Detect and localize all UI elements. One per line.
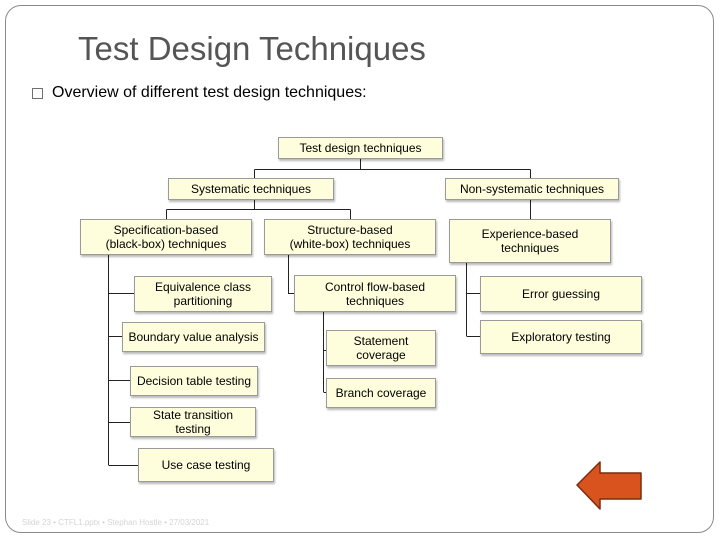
connector-systematic-level2 (166, 199, 351, 219)
node-statement-coverage: Statement coverage (326, 330, 436, 366)
connector-controlflow-children (323, 312, 326, 393)
connector-experience-children (466, 262, 480, 337)
node-specification-based: Specification-based (black-box) techniqu… (80, 219, 252, 255)
bullet-text: Overview of different test design techni… (52, 84, 367, 101)
connector-spec-children (108, 255, 138, 466)
node-control-flow-based: Control flow-based techniques (294, 275, 456, 312)
slide-frame (5, 5, 714, 533)
node-experience-based: Experience-based techniques (449, 219, 611, 263)
node-structure-based: Structure-based (white-box) techniques (264, 219, 436, 255)
node-use-case-testing: Use case testing (138, 448, 274, 482)
node-state-transition-testing: State transition testing (130, 407, 256, 437)
bullet-box-icon (32, 87, 43, 99)
node-error-guessing: Error guessing (480, 276, 642, 312)
node-non-systematic-techniques: Non-systematic techniques (445, 178, 619, 200)
left-arrow-icon[interactable] (574, 460, 646, 512)
node-decision-table-testing: Decision table testing (130, 366, 258, 396)
slide-footer: Slide 23 • CTFL1.pptx • Stephan Hostle •… (22, 518, 210, 527)
node-equivalence-class-partitioning: Equivalence class partitioning (134, 276, 272, 312)
connector-root-level1 (254, 158, 531, 179)
slide-title: Test Design Techniques (78, 30, 426, 67)
connector-structure-controlflow (288, 255, 294, 294)
node-systematic-techniques: Systematic techniques (168, 178, 334, 200)
node-exploratory-testing: Exploratory testing (480, 320, 642, 354)
node-boundary-value-analysis: Boundary value analysis (122, 322, 265, 352)
bullet-item: Overview of different test design techni… (32, 84, 367, 102)
node-branch-coverage: Branch coverage (326, 378, 436, 408)
node-test-design-techniques: Test design techniques (278, 137, 443, 159)
